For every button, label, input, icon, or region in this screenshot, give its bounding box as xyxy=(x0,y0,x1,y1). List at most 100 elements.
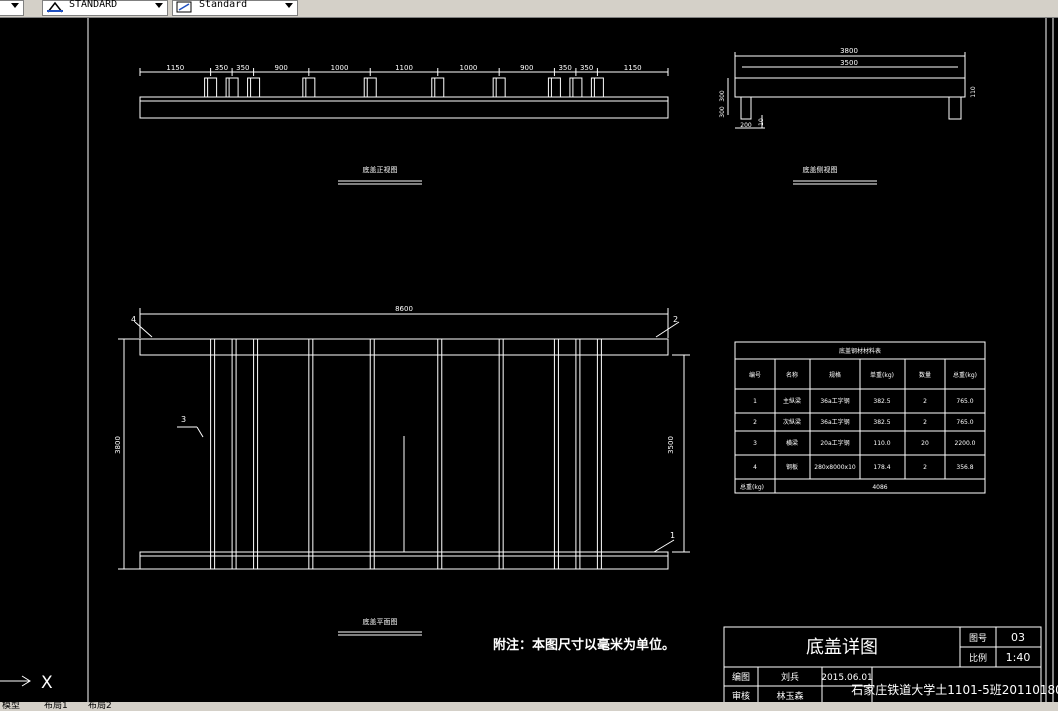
cross-beam-post xyxy=(302,77,316,98)
style-toolbar: STANDARD Standard xyxy=(0,0,1058,18)
table-header-cell: 总重(kg) xyxy=(953,371,977,379)
front-dim-label: 350 xyxy=(558,64,571,72)
cross-beam-post xyxy=(547,77,561,98)
table-cell: 765.0 xyxy=(956,398,973,405)
table-cell: 1 xyxy=(753,398,757,405)
front-dim-label: 1000 xyxy=(460,64,478,72)
side-dim-left: 300 xyxy=(719,90,726,102)
cross-beam-post xyxy=(492,77,506,98)
front-dim-label: 350 xyxy=(215,64,228,72)
table-cell: 横梁 xyxy=(786,439,798,447)
drawing-name: 底盖详图 xyxy=(806,637,878,658)
reviewer: 林玉森 xyxy=(776,690,803,702)
drawing-canvas[interactable]: 1150 350 350 900 1000 1100 1000 900 350 350 1150 底… xyxy=(0,18,1058,704)
cross-beam-post xyxy=(204,77,218,98)
material-table xyxy=(734,341,986,494)
label-design: 编图 xyxy=(732,671,750,683)
callout-4: 4 xyxy=(131,315,136,324)
table-cell: 次纵梁 xyxy=(783,418,801,426)
table-cell: 110.0 xyxy=(873,440,890,447)
table-total-value: 4086 xyxy=(872,484,887,491)
dim-style-value: Standard xyxy=(199,0,248,10)
front-view: 1150 350 350 900 1000 1100 1000 900 350 350 1150 xyxy=(139,64,669,119)
chevron-down-icon xyxy=(155,3,163,8)
layout-tabs: 模型 布局1 布局2 xyxy=(0,702,1058,711)
callout-1: 1 xyxy=(670,531,675,540)
drawing-no: 03 xyxy=(1011,631,1025,644)
table-cell: 280x8000x10 xyxy=(814,464,856,471)
plan-view-title: 底盖平面图 xyxy=(363,617,398,626)
callout-3: 3 xyxy=(181,415,186,424)
table-cell: 3 xyxy=(753,440,757,447)
front-dim-label: 1150 xyxy=(624,64,642,72)
table-header-cell: 编号 xyxy=(749,371,761,379)
side-dim-right: 110 xyxy=(970,86,977,98)
table-cell: 382.5 xyxy=(873,398,890,405)
front-dim-label: 900 xyxy=(520,64,533,72)
table-title: 底盖钢材材料表 xyxy=(839,347,881,355)
text-style-value: STANDARD xyxy=(69,0,118,10)
cross-beam-post xyxy=(590,77,604,98)
text-style-dropdown[interactable]: STANDARD xyxy=(42,0,168,16)
front-view-title: 底盖正视图 xyxy=(363,165,398,174)
table-cell: 36a工字钢 xyxy=(820,418,849,426)
table-header-cell: 数量 xyxy=(919,371,931,379)
label-drawing-no: 图号 xyxy=(969,633,987,644)
cross-beam-post xyxy=(225,77,239,98)
dim-style-dropdown[interactable]: Standard xyxy=(172,0,298,16)
table-cell: 钢板 xyxy=(786,463,798,471)
table-cell: 主纵梁 xyxy=(783,397,801,405)
cross-beam-post xyxy=(363,77,377,98)
text-style-icon xyxy=(47,1,63,13)
table-cell: 765.0 xyxy=(956,419,973,426)
date: 2015.06.01 xyxy=(821,673,873,683)
cross-beam-post xyxy=(431,77,445,98)
table-cell: 178.4 xyxy=(873,464,890,471)
ucs-icon xyxy=(0,675,31,687)
table-cell: 20 xyxy=(921,440,929,447)
table-cell: 2 xyxy=(753,419,757,426)
plan-dim-length: 8600 xyxy=(395,305,413,313)
tab-model[interactable]: 模型 xyxy=(2,701,21,711)
front-dim-label: 900 xyxy=(275,64,288,72)
table-header-cell: 规格 xyxy=(829,371,841,379)
front-dim-label: 1150 xyxy=(166,64,184,72)
front-dim-label: 1100 xyxy=(395,64,413,72)
side-dim-inner: 3500 xyxy=(840,59,858,67)
cross-beam-post xyxy=(247,77,261,98)
side-dim-left2: 300 xyxy=(719,106,726,118)
table-header-cell: 单重(kg) xyxy=(870,371,894,379)
label-review: 审核 xyxy=(732,690,750,702)
side-view xyxy=(727,52,966,129)
side-dim-total: 3800 xyxy=(840,47,858,55)
side-dim-bottom-right: 10 xyxy=(758,118,765,126)
plan-dim-height-left: 3800 xyxy=(114,436,122,454)
drawing-note: 附注：本图尺寸以毫米为单位。 xyxy=(493,637,675,653)
table-cell: 2 xyxy=(923,398,927,405)
table-cell: 2 xyxy=(923,464,927,471)
tab-layout1[interactable]: 布局1 xyxy=(44,701,68,711)
plan-dim-height-right: 3500 xyxy=(667,436,675,454)
side-view-title: 底盖侧视图 xyxy=(803,165,838,174)
callout-2: 2 xyxy=(673,315,678,324)
table-cell: 2 xyxy=(923,419,927,426)
front-dim-label: 350 xyxy=(580,64,593,72)
side-dim-bottom: 200 xyxy=(740,122,752,129)
table-cell: 382.5 xyxy=(873,419,890,426)
cross-beam-post xyxy=(569,77,583,98)
table-cell: 2200.0 xyxy=(955,440,976,447)
front-dim-label: 350 xyxy=(236,64,249,72)
table-cell: 20a工字钢 xyxy=(820,439,849,447)
school: 石家庄铁道大学土1101-5班20110180 xyxy=(851,682,1058,697)
table-header-cell: 名称 xyxy=(786,371,798,379)
designer: 刘兵 xyxy=(781,671,799,683)
layer-dropdown[interactable] xyxy=(0,0,24,16)
dim-style-icon xyxy=(176,1,192,13)
table-cell: 356.8 xyxy=(956,464,973,471)
plan-view xyxy=(118,308,690,570)
table-cell: 36a工字钢 xyxy=(820,397,849,405)
chevron-down-icon xyxy=(285,3,293,8)
table-cell: 4 xyxy=(753,464,757,471)
tab-layout2[interactable]: 布局2 xyxy=(88,701,112,711)
front-dim-label: 1000 xyxy=(331,64,349,72)
